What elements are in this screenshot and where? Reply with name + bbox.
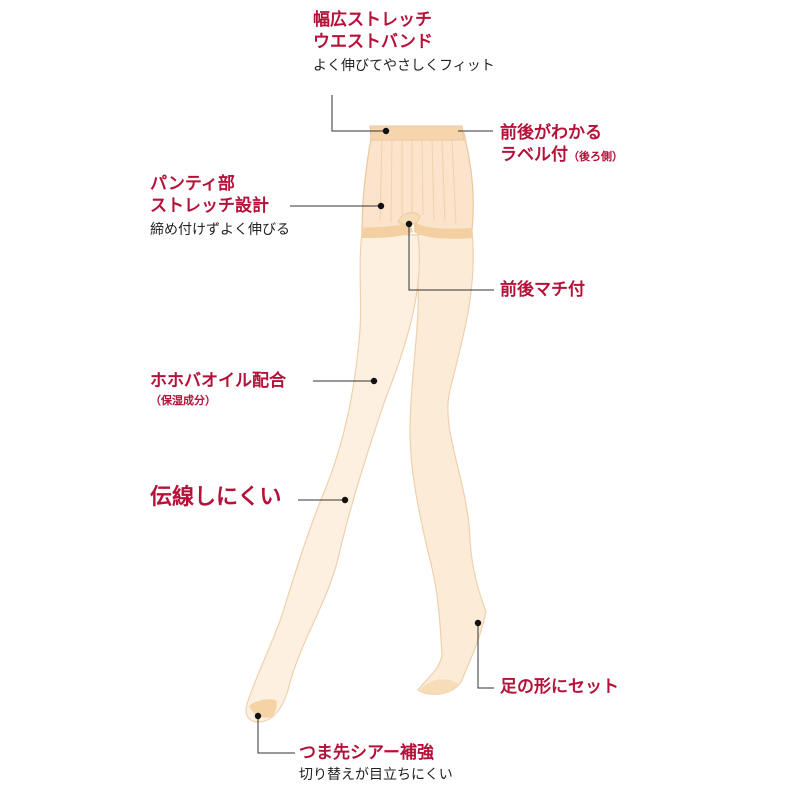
leader-foot bbox=[477, 624, 494, 689]
right-leg bbox=[409, 229, 487, 695]
panty-subtitle: 締め付けずよく伸びる bbox=[150, 222, 290, 239]
toe-reinforcement bbox=[249, 699, 277, 718]
waistband bbox=[369, 125, 465, 141]
tights-illustration bbox=[245, 125, 487, 723]
dot-toe bbox=[254, 712, 262, 720]
leader-waistband bbox=[331, 95, 386, 132]
panty-title-line1: パンティ部 bbox=[150, 174, 235, 194]
callout-runs: 伝線しにくい bbox=[150, 484, 282, 513]
label-note: （後ろ側） bbox=[568, 150, 623, 164]
jojoba-note: （保湿成分） bbox=[150, 394, 216, 408]
waistband-title-line2: ウエストバンド bbox=[313, 32, 433, 53]
waistband-subtitle: よく伸びてやさしくフィット bbox=[313, 58, 495, 75]
label-title-line2-row: ラベル付（後ろ側） bbox=[500, 144, 623, 166]
toe-subtitle: 切り替えが目立ちにくい bbox=[299, 767, 453, 784]
left-leg bbox=[245, 232, 421, 723]
leg-band-left bbox=[362, 221, 413, 238]
dot-jojoba bbox=[370, 377, 378, 385]
jojoba-title: ホホバオイル配合 bbox=[150, 371, 286, 391]
foot-title: 足の形にセット bbox=[500, 677, 619, 697]
panty-title-line2: ストレッチ設計 bbox=[150, 196, 269, 217]
dot-waistband bbox=[382, 127, 390, 135]
callout-toe: つま先シアー補強 切り替えが目立ちにくい bbox=[299, 742, 453, 784]
callout-waistband: 幅広ストレッチ ウエストバンド よく伸びてやさしくフィット bbox=[313, 9, 495, 75]
runs-title: 伝線しにくい bbox=[150, 485, 282, 510]
label-title-line1: 前後がわかる bbox=[500, 123, 602, 143]
leader-lines bbox=[257, 95, 494, 754]
leader-gusset bbox=[408, 226, 494, 291]
leader-toe bbox=[257, 716, 295, 754]
callout-label: 前後がわかる ラベル付（後ろ側） bbox=[500, 122, 623, 166]
callout-panty: パンティ部 ストレッチ設計 締め付けずよく伸びる bbox=[150, 173, 290, 239]
dot-runs bbox=[341, 496, 349, 504]
panty-stretch-lines bbox=[379, 139, 457, 225]
dot-gusset bbox=[405, 220, 413, 228]
label-title-line2: ラベル付 bbox=[500, 145, 568, 166]
callout-dots bbox=[254, 127, 482, 720]
toe-title: つま先シアー補強 bbox=[299, 743, 434, 763]
foot-sole bbox=[420, 679, 458, 695]
leg-band-right bbox=[414, 221, 472, 239]
dot-foot bbox=[474, 619, 482, 627]
waistband-title-line1: 幅広ストレッチ bbox=[313, 10, 432, 30]
gusset-title: 前後マチ付 bbox=[500, 280, 585, 300]
callout-gusset: 前後マチ付 bbox=[500, 279, 585, 301]
callout-foot: 足の形にセット bbox=[500, 676, 619, 698]
dot-panty bbox=[377, 202, 385, 210]
callout-jojoba: ホホバオイル配合 （保湿成分） bbox=[150, 370, 286, 408]
